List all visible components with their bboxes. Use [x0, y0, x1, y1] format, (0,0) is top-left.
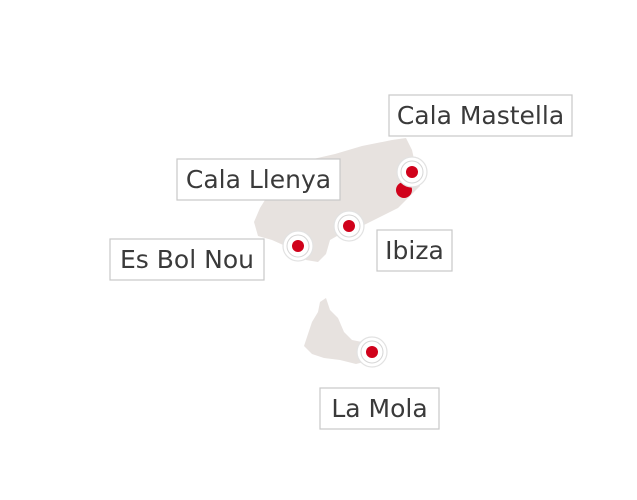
- label-la-mola[interactable]: La Mola: [319, 387, 440, 430]
- marker-es-bol-nou[interactable]: [282, 230, 314, 262]
- marker-cala-llenya[interactable]: [333, 210, 365, 242]
- label-cala-llenya[interactable]: Cala Llenya: [176, 158, 341, 201]
- label-cala-mastella[interactable]: Cala Mastella: [388, 94, 573, 137]
- label-la-mola-text: La Mola: [331, 394, 427, 423]
- label-es-bol-nou[interactable]: Es Bol Nou: [109, 238, 265, 281]
- label-cala-mastella-text: Cala Mastella: [397, 101, 564, 130]
- label-cala-llenya-text: Cala Llenya: [186, 165, 331, 194]
- marker-cala-mastella[interactable]: [396, 156, 428, 188]
- label-ibiza-text: Ibiza: [385, 236, 444, 265]
- label-ibiza[interactable]: Ibiza: [376, 229, 453, 272]
- marker-la-mola[interactable]: [356, 336, 388, 368]
- label-es-bol-nou-text: Es Bol Nou: [120, 245, 254, 274]
